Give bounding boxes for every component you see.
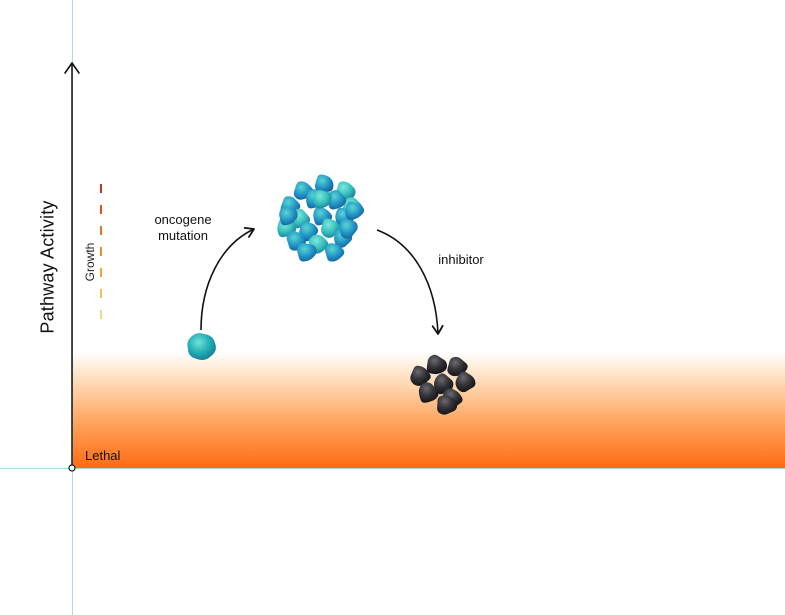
y-axis-arrowhead — [64, 62, 80, 74]
origin-marker — [68, 464, 76, 472]
single-cell-icon — [187, 333, 216, 360]
tumor-cell — [327, 190, 347, 210]
tumor-cell — [345, 201, 365, 221]
oncogene-mutation-arrow — [200, 226, 255, 331]
dead-cell — [455, 371, 476, 393]
tumor-cell — [313, 189, 332, 209]
growth-zone-label: Growth — [83, 242, 97, 282]
tumor-cell — [279, 206, 298, 226]
tumor-cell — [296, 243, 317, 262]
dead-cell — [418, 382, 439, 403]
oncogene-mutation-label-line-2: mutation — [158, 228, 208, 243]
dead-cell-cluster-icon — [410, 354, 476, 415]
tumor-cluster-icon — [277, 174, 365, 262]
dead-cell — [410, 365, 431, 386]
oncogene-mutation-label-line-1: oncogene — [154, 212, 212, 227]
y-axis — [64, 62, 80, 472]
dead-cell — [437, 395, 458, 415]
y-axis-title: Pathway Activity — [37, 200, 58, 334]
dead-cell — [426, 354, 447, 375]
lethal-zone-label: Lethal — [85, 448, 121, 463]
tumor-cell — [339, 218, 358, 239]
tumor-cell — [324, 243, 345, 262]
dead-cell — [447, 356, 468, 377]
oncogene-mutation-label: oncogene mutation — [142, 212, 224, 244]
inhibitor-arrow — [376, 229, 444, 335]
horizontal-guide-line — [0, 468, 785, 469]
inhibitor-label: inhibitor — [438, 252, 484, 267]
tumor-cell — [314, 174, 334, 193]
